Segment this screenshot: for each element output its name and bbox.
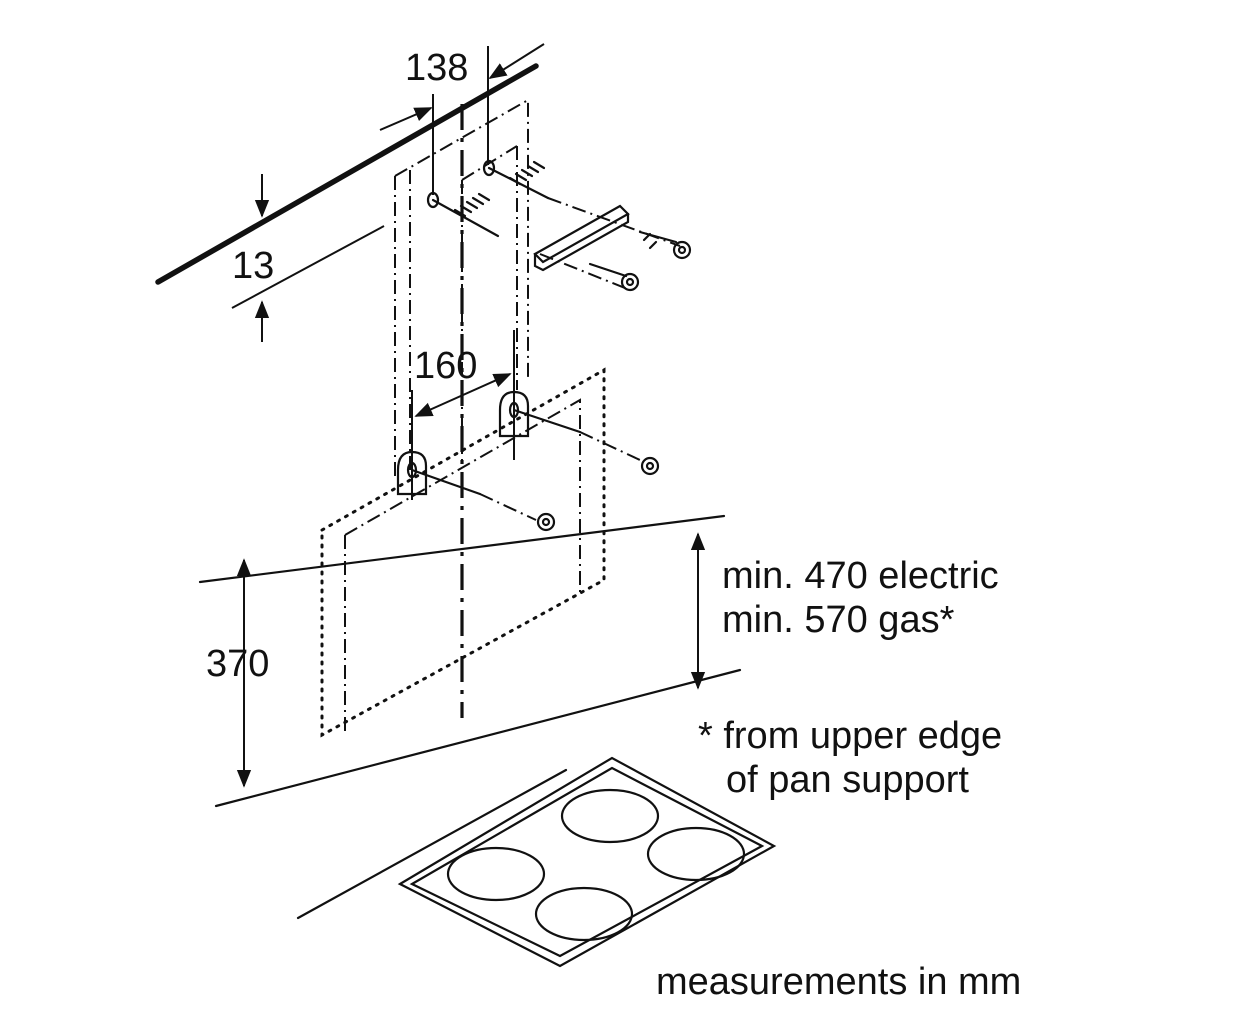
- dim-138-label: 138: [405, 47, 468, 89]
- dim-160: 160: [411, 330, 515, 500]
- lower-bracket-left: [396, 450, 537, 521]
- dim-160-label: 160: [414, 345, 477, 387]
- hood-outline: [320, 367, 606, 738]
- dim-13-label: 13: [232, 245, 274, 287]
- lower-bracket-right: [498, 390, 641, 461]
- ceiling-edge-line: [155, 63, 539, 285]
- dim-138: 138: [379, 43, 545, 195]
- wall-upper-line: [198, 514, 726, 584]
- hob-burner-front-right: [534, 886, 634, 942]
- dim-370-label: 370: [206, 643, 269, 685]
- clearance-gas-label: min. 570 gas*: [722, 599, 955, 641]
- dim-370: 370: [206, 558, 269, 788]
- dim-13: 13: [231, 174, 385, 342]
- upper-mount-outline: [394, 98, 529, 480]
- footnote-line2: of pan support: [726, 759, 969, 801]
- hob-burner-back-right: [646, 826, 746, 882]
- upper-dowels: [426, 159, 550, 238]
- hob-burner-back-left: [560, 788, 660, 844]
- upper-screws: [588, 232, 692, 292]
- hob-back-line: [296, 768, 568, 920]
- hob-burner-front-left: [446, 846, 546, 902]
- units-note: measurements in mm: [656, 961, 1021, 1003]
- lower-screws: [536, 456, 660, 532]
- hob: [397, 756, 777, 968]
- footnote-line1: * from upper edge: [698, 715, 1002, 757]
- upper-bracket: [533, 197, 681, 291]
- clearance-electric-label: min. 470 electric: [722, 555, 999, 597]
- wall-lower-line: [214, 668, 742, 808]
